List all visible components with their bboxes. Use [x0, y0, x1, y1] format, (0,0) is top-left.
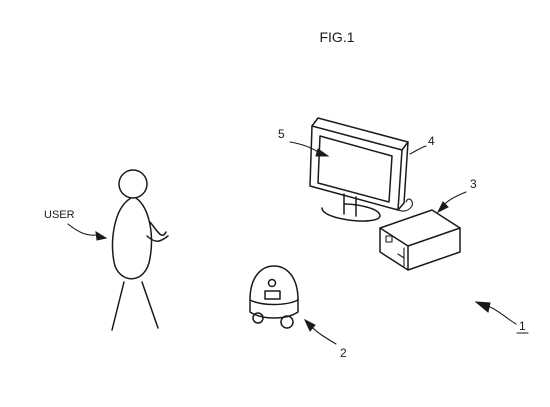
monitor-top [311, 117, 409, 151]
monitor-side [397, 141, 409, 211]
user-head [118, 169, 148, 199]
user-arm-lower [146, 235, 169, 242]
robot-wheel-right [280, 315, 294, 329]
user-label: USER [44, 209, 75, 221]
robot-display-panel [264, 290, 281, 300]
display-monitor [309, 117, 409, 222]
figure-title: FIG.1 [319, 29, 354, 45]
display-label: 4 [428, 134, 435, 148]
screen-leader-line [289, 141, 319, 153]
user-arm-upper [149, 221, 167, 236]
display-leader-line [409, 145, 427, 155]
system-label: 1 [519, 319, 526, 333]
user-figure [111, 169, 169, 331]
console-leader-line [443, 191, 467, 206]
user-body [111, 197, 153, 280]
user-leader-arrow [95, 231, 108, 241]
robot-leader-arrow [303, 318, 316, 332]
robot-leader-line [310, 325, 337, 345]
console-slot [397, 253, 405, 259]
game-console [379, 209, 461, 271]
screen-leader-arrow [315, 148, 330, 157]
console-label: 3 [470, 177, 477, 191]
robot [249, 265, 299, 329]
screen-label: 5 [278, 127, 285, 141]
robot-label: 2 [340, 346, 347, 360]
console-button [385, 235, 393, 243]
robot-camera [267, 278, 277, 288]
monitor-stand-base [321, 203, 381, 222]
system-leader-arrow [474, 301, 491, 313]
user-leader-line [67, 223, 97, 236]
user-leg-left [111, 281, 125, 331]
console-side [407, 227, 461, 271]
robot-dome [249, 265, 299, 301]
av-cable [395, 198, 413, 212]
system-leader-line [487, 305, 517, 325]
user-leg-right [141, 281, 159, 329]
robot-wheel-left [252, 312, 264, 324]
monitor-screen [317, 135, 393, 203]
console-front [379, 227, 409, 271]
robot-waist [249, 299, 299, 306]
console-leader-arrow [436, 201, 449, 214]
robot-base [249, 299, 299, 319]
